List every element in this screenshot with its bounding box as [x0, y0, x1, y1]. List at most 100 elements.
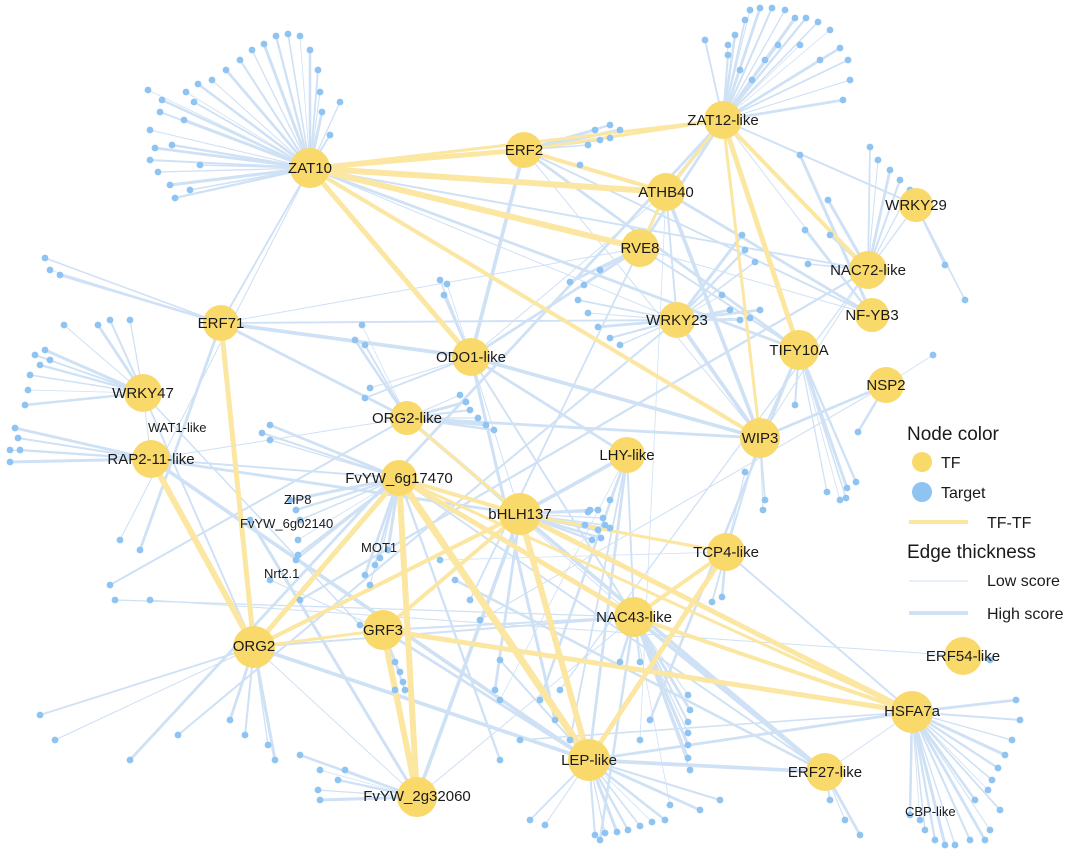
- target-node: [180, 116, 188, 124]
- tf-target-edge: [911, 711, 1001, 811]
- tf-node-org2like: ORG2-like: [372, 401, 442, 435]
- tf-node-zat12: ZAT12-like: [687, 101, 759, 139]
- tf-node-circle: [203, 305, 239, 341]
- tf-target-edge: [721, 58, 822, 122]
- target-node: [594, 526, 602, 534]
- target-node: [361, 571, 369, 579]
- target-node: [606, 134, 614, 142]
- tf-node-circle: [452, 338, 490, 376]
- tf-target-edge: [149, 129, 311, 169]
- tf-target-edge: [173, 166, 312, 200]
- tf-target-edge: [248, 518, 419, 799]
- target-node: [781, 6, 789, 14]
- tf-node-label: ODO1-like: [436, 349, 506, 366]
- tf-target-edge: [219, 321, 473, 359]
- target-node: [746, 6, 754, 14]
- target-node: [666, 801, 674, 809]
- target-node: [6, 446, 14, 454]
- tf-target-edge: [798, 349, 847, 499]
- target-label-wat1: WAT1-like: [148, 420, 207, 435]
- legend-node-color-title: Node color: [907, 424, 1000, 445]
- tf-node-odo1: ODO1-like: [436, 338, 506, 376]
- tf-node-lhy: LHY-like: [599, 437, 655, 473]
- legend: Node color TF Target TF-TF Edge thicknes…: [907, 424, 1064, 623]
- tf-target-edge: [469, 355, 629, 457]
- legend-tftf-label: TF-TF: [987, 515, 1032, 532]
- target-node: [971, 796, 979, 804]
- target-node: [986, 656, 994, 664]
- tf-target-edge: [722, 59, 849, 121]
- tf-target-edge: [196, 82, 312, 170]
- target-node: [1012, 696, 1020, 704]
- tf-target-edge: [8, 457, 153, 464]
- target-node: [1008, 736, 1016, 744]
- target-node: [636, 736, 644, 744]
- target-node: [126, 756, 134, 764]
- target-node: [986, 826, 994, 834]
- target-node: [852, 478, 860, 486]
- tf-target-edge: [211, 79, 311, 169]
- target-node: [716, 796, 724, 804]
- tf-target-edge: [910, 710, 937, 842]
- target-node: [24, 386, 32, 394]
- tf-node-circle: [855, 298, 889, 332]
- target-node: [581, 521, 589, 529]
- tf-tf-edge: [517, 511, 592, 763]
- target-node: [718, 593, 726, 601]
- tf-node-circle: [899, 188, 933, 222]
- tf-node-label: ERF71: [198, 315, 245, 332]
- target-node: [154, 168, 162, 176]
- target-node: [334, 776, 342, 784]
- tf-node-fv2g: FvYW_2g32060: [363, 777, 471, 817]
- tf-node-label: GRF3: [363, 622, 403, 639]
- tf-node-rve8: RVE8: [621, 229, 659, 267]
- target-node: [802, 14, 810, 22]
- target-node: [684, 691, 692, 699]
- target-node: [961, 296, 969, 304]
- target-node: [106, 581, 114, 589]
- tf-node-org2: ORG2: [233, 626, 275, 668]
- target-node: [46, 266, 54, 274]
- tf-node-nfyb3: NF-YB3: [845, 298, 899, 332]
- tf-target-edge: [523, 149, 873, 316]
- target-node: [843, 484, 851, 492]
- legend-target-label: Target: [941, 485, 986, 502]
- tf-tf-edge: [517, 511, 915, 715]
- target-node: [636, 658, 644, 666]
- tf-target-edge: [639, 247, 873, 316]
- target-node: [158, 96, 166, 104]
- tf-node-circle: [506, 132, 542, 168]
- tf-node-circle: [363, 610, 403, 650]
- target-node: [941, 841, 949, 849]
- target-node: [208, 76, 216, 84]
- tf-node-circle: [779, 330, 819, 370]
- target-node: [814, 18, 822, 26]
- tf-node-circle: [891, 691, 933, 733]
- target-node: [296, 751, 304, 759]
- target-node: [136, 546, 144, 554]
- target-node: [584, 508, 592, 516]
- tf-target-edge: [287, 33, 311, 169]
- target-node: [984, 786, 992, 794]
- tf-node-tify10a: TIFY10A: [769, 330, 829, 370]
- target-node: [896, 176, 904, 184]
- target-node: [648, 818, 656, 826]
- target-node: [236, 56, 244, 64]
- legend-tf-label: TF: [941, 455, 961, 472]
- tf-target-edge: [309, 167, 869, 271]
- tf-target-edge: [798, 349, 828, 493]
- target-node: [636, 822, 644, 830]
- target-node: [248, 46, 256, 54]
- target-node: [94, 321, 102, 329]
- tf-tf-edge: [380, 627, 420, 800]
- tf-node-circle: [806, 753, 844, 791]
- target-node: [796, 41, 804, 49]
- target-node: [21, 401, 29, 409]
- tf-target-edge: [598, 615, 636, 842]
- target-node: [318, 108, 326, 116]
- target-node: [646, 716, 654, 724]
- target-node: [491, 686, 499, 694]
- target-node: [166, 181, 174, 189]
- tf-node-circle: [568, 739, 610, 781]
- tf-node-lep: LEP-like: [561, 739, 617, 781]
